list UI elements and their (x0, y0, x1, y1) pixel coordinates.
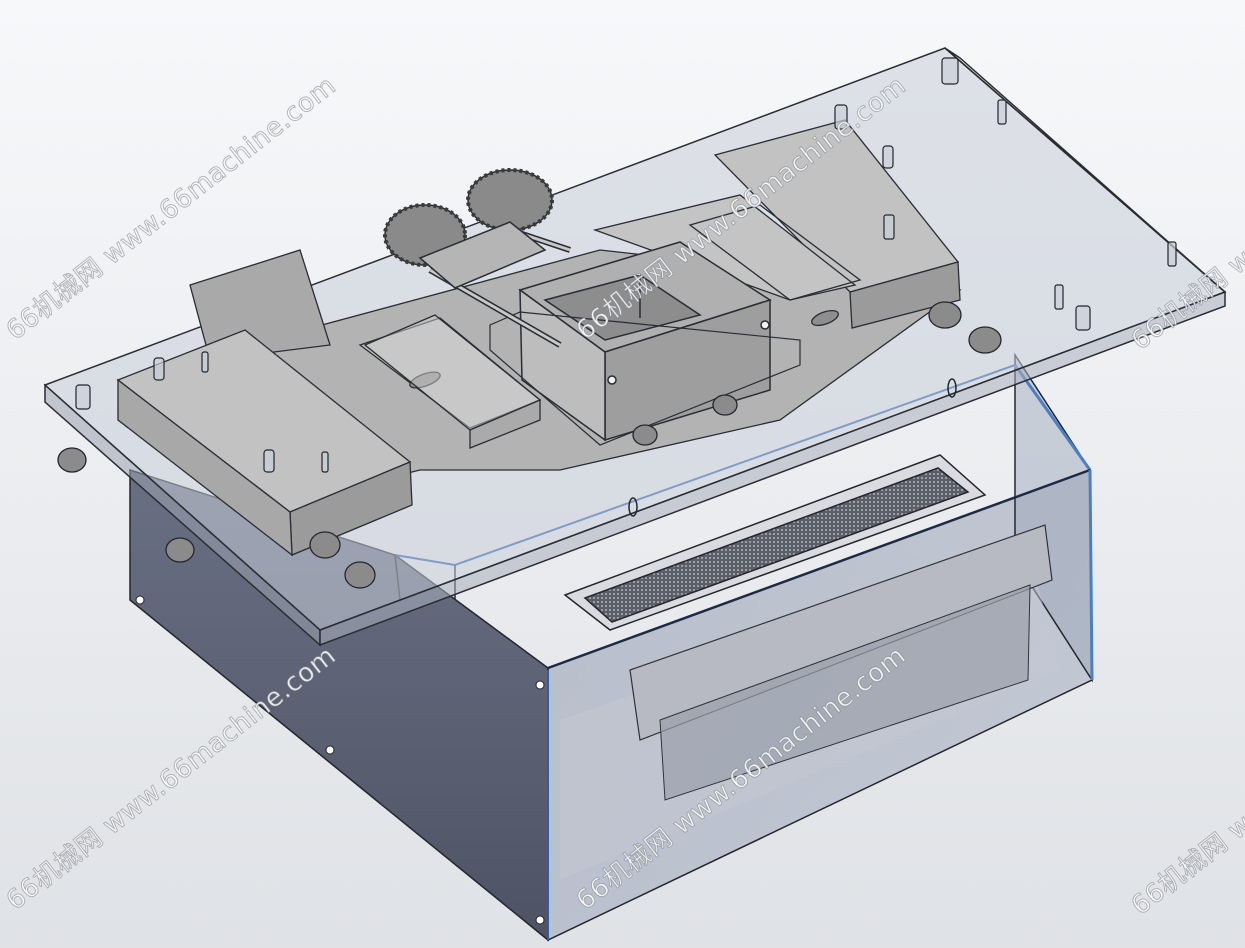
bearing-bolts (57, 301, 1002, 589)
gear-icon (383, 168, 554, 289)
mesh-screen (563, 454, 987, 631)
hopper-bracket-outline (489, 311, 801, 446)
clamp-plate (363, 314, 542, 449)
inner-bracket (629, 524, 1053, 741)
left-slide-block (116, 329, 413, 557)
link-loops (628, 378, 957, 517)
top-plate-edge-front (319, 290, 1226, 647)
locating-pins (75, 57, 1177, 473)
center-hopper (518, 241, 772, 442)
